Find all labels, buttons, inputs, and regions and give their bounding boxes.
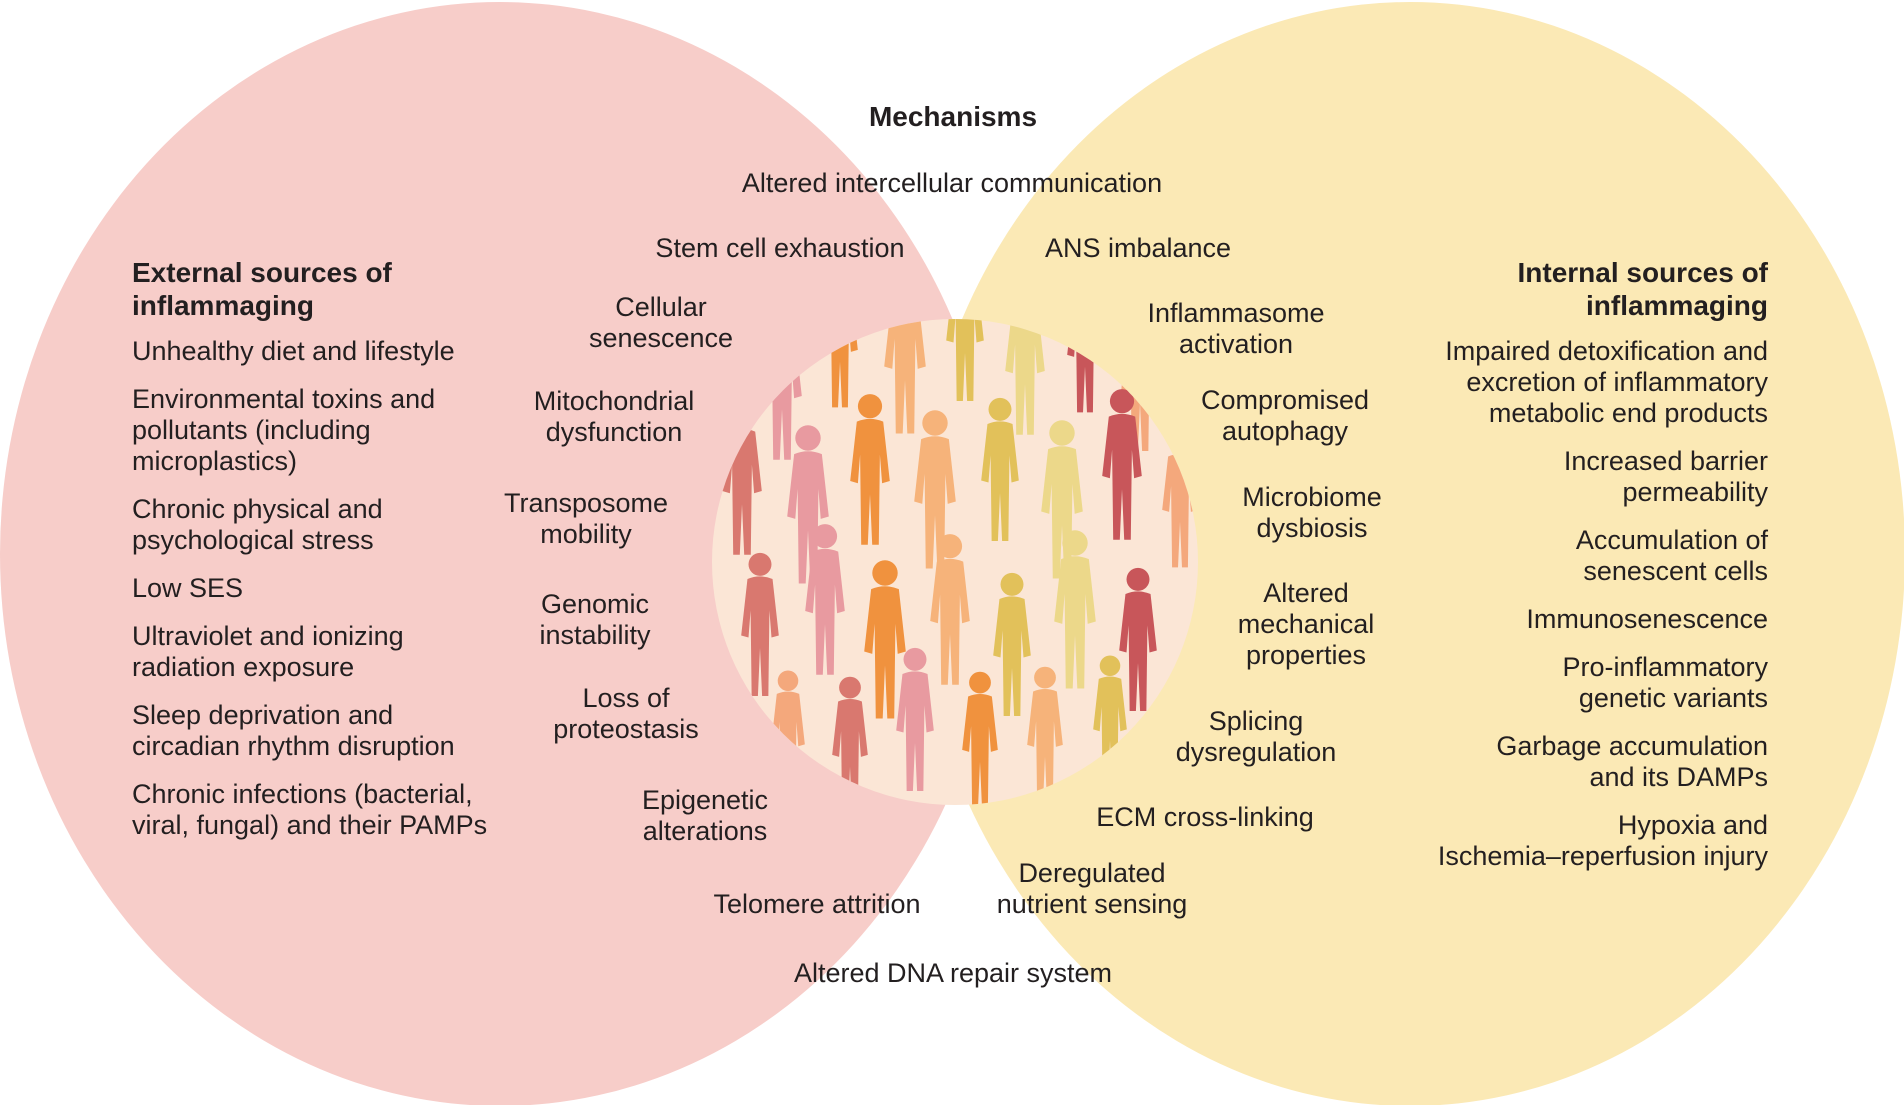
mechanism-genomic: Genomic instability (539, 589, 651, 650)
mechanism-autophagy: Compromised autophagy (1200, 385, 1370, 446)
mechanism-stem-cell: Stem cell exhaustion (655, 233, 905, 263)
internal-item: Garbage accumulation and its DAMPs (1496, 731, 1768, 792)
internal-item: Immunosenescence (1526, 604, 1768, 634)
mechanism-microbiome: Microbiome dysbiosis (1242, 482, 1382, 543)
internal-item: Pro-inflammatory genetic variants (1562, 652, 1768, 713)
mechanism-transposome: Transposome mobility (503, 488, 669, 549)
mechanism-epigenetic: Epigenetic alterations (641, 785, 769, 846)
internal-item: Increased barrier permeability (1563, 446, 1768, 507)
mechanism-splicing: Splicing dysregulation (1175, 706, 1337, 767)
external-item: Chronic infections (bacterial, viral, fu… (132, 779, 488, 840)
internal-item: Accumulation of senescent cells (1575, 525, 1768, 586)
mechanism-nutrient: Deregulated nutrient sensing (996, 858, 1188, 919)
external-item: Environmental toxins and pollutants (inc… (132, 384, 436, 476)
external-item: Sleep deprivation and circadian rhythm d… (132, 700, 455, 761)
mechanism-ecm: ECM cross-linking (1096, 802, 1314, 832)
internal-item: Impaired detoxification and excretion of… (1445, 336, 1768, 428)
external-item: Unhealthy diet and lifestyle (132, 336, 455, 366)
mechanism-intercellular: Altered intercellular communication (741, 168, 1163, 198)
internal-sources-list: Impaired detoxification and excretion of… (1438, 336, 1768, 889)
mechanism-proteostasis: Loss of proteostasis (553, 683, 699, 744)
external-sources-title: External sources of inflammaging (132, 257, 392, 321)
internal-sources-ellipse (915, 2, 1904, 1105)
external-sources-list: Unhealthy diet and lifestyle Environment… (132, 336, 487, 858)
mechanism-ans: ANS imbalance (1044, 233, 1232, 263)
mechanism-dna-repair: Altered DNA repair system (793, 958, 1113, 988)
external-item: Chronic physical and psychological stres… (132, 494, 383, 555)
mechanism-mitochondrial: Mitochondrial dysfunction (533, 386, 695, 447)
mechanism-mechanical: Altered mechanical properties (1237, 578, 1375, 670)
internal-sources-title: Internal sources of inflammaging (1517, 257, 1768, 321)
mechanisms-title: Mechanisms (868, 101, 1038, 132)
internal-item: Hypoxia and Ischemia–reperfusion injury (1437, 810, 1768, 871)
mechanism-senescence: Cellular senescence (588, 292, 734, 353)
external-item: Ultraviolet and ionizing radiation expos… (132, 621, 404, 682)
mechanism-telomere: Telomere attrition (713, 889, 921, 919)
mechanism-inflammasome: Inflammasome activation (1147, 298, 1325, 359)
external-item: Low SES (132, 573, 244, 603)
external-sources-ellipse (0, 2, 1000, 1105)
